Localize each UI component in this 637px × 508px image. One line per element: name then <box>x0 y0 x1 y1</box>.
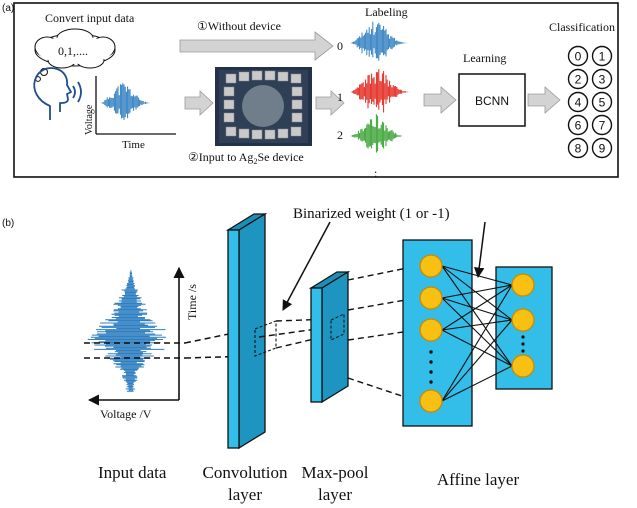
class-digit-5: 5 <box>599 96 606 110</box>
affine-edge <box>441 284 513 331</box>
cloud-digits: 0,1,.... <box>58 44 88 58</box>
time-axis-label: Time <box>122 139 145 151</box>
wave-0-trace <box>350 21 407 61</box>
thought-cloud <box>34 28 116 82</box>
conv-label-line1: Convolution <box>202 463 288 482</box>
waveform-label-1 <box>350 69 410 113</box>
wave-1-trace <box>350 69 410 113</box>
arrow-without-device <box>179 31 334 61</box>
class-circle-7 <box>591 114 613 136</box>
pool-window <box>330 313 345 341</box>
class-digit-1: 1 <box>599 50 606 64</box>
arrow-from-device <box>315 90 345 116</box>
label-0: 0 <box>337 39 343 53</box>
affine-connections <box>441 265 513 402</box>
wave-2-trace <box>350 114 404 153</box>
class-digit-9: 9 <box>599 142 606 156</box>
affine-edge <box>441 329 513 367</box>
time-axis-label-b: Time /s <box>185 284 199 320</box>
learning-label: Learning <box>463 51 506 65</box>
waveform-label-2 <box>350 114 404 153</box>
panel-a-frame <box>13 2 619 178</box>
ag2se-device-image <box>215 67 312 146</box>
affine-edge <box>441 365 513 402</box>
class-digit-7: 7 <box>599 119 606 133</box>
speaking-head-icon <box>33 67 82 120</box>
input-device-label: ②Input to Ag2Se device <box>188 150 304 166</box>
classification-title: Classification <box>549 20 615 34</box>
input-data-waveform <box>87 268 167 392</box>
affine-edge <box>441 297 513 321</box>
input-data-axes <box>87 266 185 406</box>
class-digit-6: 6 <box>575 119 582 133</box>
without-device-label: ①Without device <box>197 19 281 33</box>
convert-input-label: Convert input data <box>45 11 135 25</box>
affine-edge <box>441 284 513 299</box>
affine-edge <box>441 265 513 367</box>
affine-ellipsis-dots <box>429 335 525 384</box>
input-data-label: Input data <box>98 463 167 482</box>
class-circle-1 <box>591 45 613 67</box>
pool-label-line1: Max-pool <box>301 463 368 482</box>
weight-pointer-conv <box>282 221 331 311</box>
class-circle-9 <box>591 137 613 159</box>
affine-edge <box>441 265 513 321</box>
panel-b-tag: (b) <box>2 218 14 229</box>
max-pool-layer <box>308 270 351 404</box>
class-digit-0: 0 <box>575 50 582 64</box>
waveform-label-0 <box>350 21 407 61</box>
arrow-to-device <box>184 90 214 116</box>
voltage-axis-label-b: Voltage /V <box>100 407 152 421</box>
label-2: 2 <box>337 128 343 142</box>
weight-pointer-affine <box>473 221 486 279</box>
panel-a-tag: (a) <box>2 3 14 14</box>
arrow-to-bcnn <box>423 86 457 114</box>
class-circle-2 <box>567 68 589 90</box>
class-circle-6 <box>567 114 589 136</box>
bcnn-box <box>458 73 526 127</box>
label-1: 1 <box>337 90 343 104</box>
affine-edge <box>441 265 513 286</box>
affine-edge <box>441 297 513 367</box>
input-data-waveform-trace <box>87 268 167 392</box>
class-circle-4 <box>567 91 589 113</box>
class-circle-8 <box>567 137 589 159</box>
convolution-layer <box>225 212 268 450</box>
class-digit-4: 4 <box>575 96 582 110</box>
affine-edge <box>441 284 513 402</box>
flow-arrows <box>179 31 561 116</box>
class-circle-0 <box>567 45 589 67</box>
voltage-axis-label: Voltage <box>84 104 95 135</box>
class-circle-3 <box>591 68 613 90</box>
class-digit-8: 8 <box>575 142 582 156</box>
input-wave-axes <box>95 76 176 135</box>
input-waveform <box>100 83 150 120</box>
affine-edge <box>441 319 513 331</box>
class-digit-3: 3 <box>599 73 606 87</box>
conv-label-line2: layer <box>228 485 262 504</box>
labeling-ellipsis: : <box>374 166 377 180</box>
input-window-lines <box>84 328 254 359</box>
affine-edge <box>441 319 513 402</box>
affine-layer-label: Affine layer <box>437 470 520 489</box>
bcnn-label: BCNN <box>475 94 509 108</box>
wave-input-trace <box>100 83 150 120</box>
class-circle-5 <box>591 91 613 113</box>
arrow-to-classification <box>527 86 561 114</box>
labeling-title: Labeling <box>365 5 408 19</box>
binarized-weight-label: Binarized weight (1 or -1) <box>293 206 450 222</box>
pool-label-line2: layer <box>318 485 352 504</box>
affine-nodes <box>419 254 535 413</box>
class-digit-2: 2 <box>575 73 582 87</box>
conv-kernel-window <box>254 320 277 357</box>
class-digit-grid: 0 1 2 3 4 5 6 7 8 9 <box>567 45 613 159</box>
